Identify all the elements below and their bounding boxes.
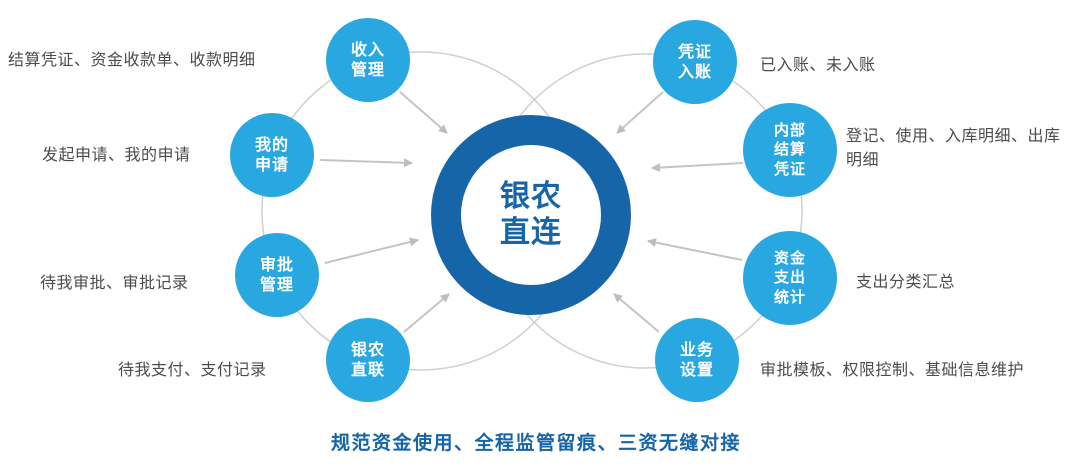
node-bank-agri-direct-link-label: 银农 直联	[350, 340, 385, 379]
node-internal-settlement-voucher-label: 内部 结算 凭证	[773, 120, 806, 178]
arrow-bizset-to-center	[613, 293, 660, 333]
desc-my-application: 发起申请、我的申请	[42, 145, 191, 164]
node-fund-expenditure-stats: 资金 支出 统计	[743, 231, 837, 325]
node-fund-expenditure-stats-label: 资金 支出 统计	[773, 248, 806, 306]
node-internal-settlement-voucher: 内部 结算 凭证	[743, 103, 837, 197]
arrow-internal-to-center	[651, 162, 744, 173]
arrow-voucher-to-center	[616, 91, 664, 134]
bottom-caption: 规范资金使用、全程监管留痕、三资无缝对接	[330, 432, 741, 454]
desc-fund-expenditure-stats: 支出分类汇总	[856, 272, 956, 291]
node-business-settings: 业务 设置	[655, 318, 739, 402]
node-approval-management-label: 审批 管理	[259, 255, 294, 294]
arrow-approval-to-center	[324, 237, 419, 264]
node-voucher-entry-label: 凭证 入账	[677, 42, 712, 81]
node-business-settings-label: 业务 设置	[679, 340, 714, 379]
desc-bank-agri-direct-link: 待我支付、支付记录	[118, 360, 267, 379]
desc-voucher-entry: 已入账、未入账	[760, 55, 876, 74]
node-voucher-entry: 凭证 入账	[653, 20, 737, 104]
node-approval-management: 审批 管理	[235, 233, 319, 317]
arrow-income-to-center	[399, 91, 448, 134]
node-income-management-label: 收入 管理	[350, 40, 385, 79]
node-my-application-label: 我的 申请	[254, 135, 289, 174]
arrow-expend-to-center	[647, 238, 743, 261]
desc-internal-settlement-voucher: 登记、使用、入库明细、出库明细	[846, 126, 1061, 169]
node-bank-agri-direct-link: 银农 直联	[326, 318, 410, 402]
desc-business-settings: 审批模板、权限控制、基础信息维护	[760, 360, 1025, 379]
arrow-myapp-to-center	[319, 158, 413, 168]
arrow-bankdirect-to-center	[403, 293, 450, 333]
center-hub-label: 银农 直连	[500, 179, 562, 250]
node-my-application: 我的 申请	[230, 113, 314, 197]
desc-approval-management: 待我审批、审批记录	[40, 273, 189, 292]
inward-arrows	[319, 91, 744, 333]
node-income-management: 收入 管理	[326, 18, 410, 102]
center-hub-node: 银农 直连	[431, 115, 631, 315]
desc-income-management: 结算凭证、资金收款单、收款明细	[8, 50, 256, 69]
